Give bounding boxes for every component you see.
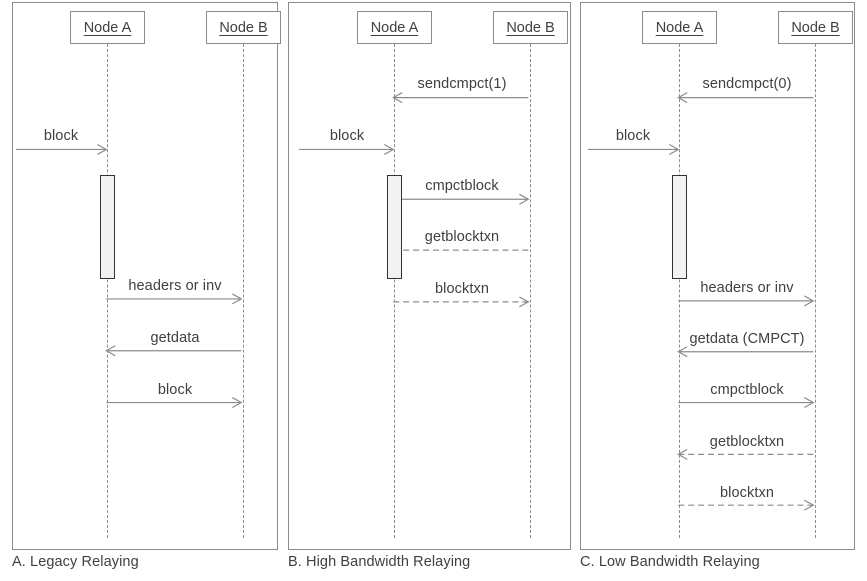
arrowhead-icon bbox=[677, 92, 688, 104]
message-label: cmpctblock bbox=[425, 178, 499, 194]
external-message-label: block bbox=[329, 128, 365, 144]
activation-bar bbox=[100, 175, 115, 279]
node-box-a[interactable]: Node A bbox=[70, 11, 145, 44]
node-box-b[interactable]: Node B bbox=[778, 11, 853, 44]
arrowhead-icon bbox=[677, 448, 688, 460]
message-label: sendcmpct(1) bbox=[417, 76, 507, 92]
lifeline-b bbox=[530, 44, 531, 538]
arrowhead-icon bbox=[392, 92, 403, 104]
message-label: block bbox=[157, 382, 193, 398]
arrowhead-icon bbox=[519, 193, 530, 205]
diagram-panel-c: Node A Node B block sendcmpct(0) headers or … bbox=[580, 2, 855, 550]
message-arrows-layer bbox=[298, 92, 530, 308]
panel-caption-b: B. High Bandwidth Relaying bbox=[288, 554, 471, 570]
arrowhead-icon bbox=[105, 345, 116, 357]
arrowhead-icon bbox=[519, 296, 530, 308]
arrowhead-icon bbox=[804, 499, 815, 511]
activation-bar bbox=[672, 175, 687, 279]
lifeline-a bbox=[679, 44, 680, 538]
lifeline-a bbox=[394, 44, 395, 538]
message-label: headers or inv bbox=[128, 278, 222, 294]
external-message-label: block bbox=[43, 128, 79, 144]
diagram-panel-a: Node A Node B block headers or inv getdata bl… bbox=[12, 2, 281, 550]
message-label: blocktxn bbox=[435, 281, 489, 297]
node-label: Node A bbox=[370, 19, 419, 36]
node-box-b[interactable]: Node B bbox=[493, 11, 568, 44]
message-label: headers or inv bbox=[700, 280, 794, 296]
node-box-a[interactable]: Node A bbox=[357, 11, 432, 44]
node-box-b[interactable]: Node B bbox=[206, 11, 281, 44]
message-label: cmpctblock bbox=[710, 382, 784, 398]
node-label: Node A bbox=[83, 19, 132, 36]
diagram-panel-b: Node A Node B block sendcmpct(1) cmpctblock g… bbox=[288, 2, 571, 550]
node-label: Node B bbox=[219, 19, 268, 36]
panel-body: Node A Node B block headers or inv getdata bl… bbox=[13, 3, 281, 549]
arrowhead-icon bbox=[232, 397, 243, 409]
message-arrows-layer bbox=[587, 92, 815, 511]
arrowhead-icon bbox=[97, 143, 108, 155]
activation-bar bbox=[387, 175, 402, 279]
node-label: Node B bbox=[506, 19, 555, 36]
panel-body: Node A Node B block sendcmpct(0) headers or … bbox=[581, 3, 854, 549]
panel-caption-c: C. Low Bandwidth Relaying bbox=[580, 554, 760, 570]
message-label: sendcmpct(0) bbox=[702, 76, 792, 92]
arrowhead-icon bbox=[677, 346, 688, 358]
message-label: blocktxn bbox=[720, 485, 774, 501]
arrowhead-icon bbox=[384, 143, 395, 155]
lifeline-a bbox=[107, 44, 108, 538]
message-label: getdata (CMPCT) bbox=[689, 331, 805, 347]
node-label: Node B bbox=[791, 19, 840, 36]
lifeline-b bbox=[815, 44, 816, 538]
panel-body: Node A Node B block sendcmpct(1) cmpctblock g… bbox=[289, 3, 570, 549]
message-label: getdata bbox=[150, 330, 200, 346]
arrowhead-icon bbox=[232, 293, 243, 305]
node-box-a[interactable]: Node A bbox=[642, 11, 717, 44]
arrowhead-icon bbox=[804, 295, 815, 307]
message-arrows-layer bbox=[15, 143, 243, 409]
external-message-label: block bbox=[615, 128, 651, 144]
arrowhead-icon bbox=[669, 143, 680, 155]
panel-caption-a: A. Legacy Relaying bbox=[12, 554, 139, 570]
message-label: getblocktxn bbox=[709, 434, 785, 450]
node-label: Node A bbox=[655, 19, 704, 36]
lifeline-b bbox=[243, 44, 244, 538]
arrowhead-icon bbox=[804, 397, 815, 409]
message-label: getblocktxn bbox=[424, 229, 500, 245]
